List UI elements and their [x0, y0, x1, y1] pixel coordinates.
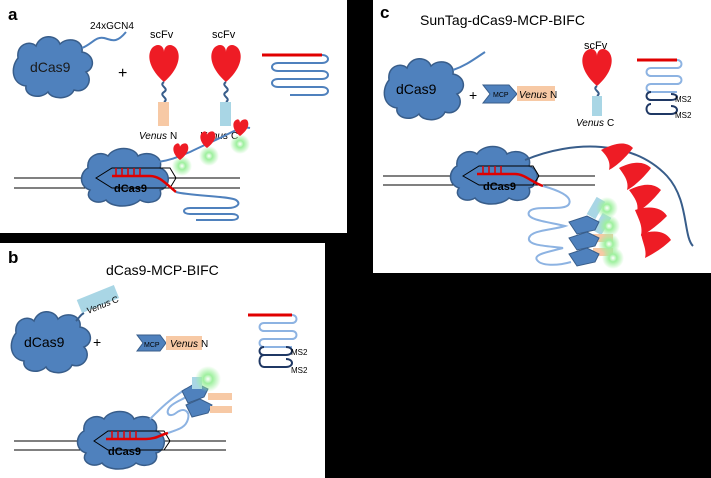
scfv-heart	[629, 184, 661, 212]
panel-b: b dCas9-MCP-BIFC dCas9 Venus C + MCP Venu…	[0, 243, 325, 478]
gcn4-tag-label: 24xGCN4	[90, 21, 134, 32]
panel-c: c SunTag-dCas9-MCP-BIFC dCas9 + MCP Venu…	[373, 0, 711, 273]
dcas9-protein	[383, 58, 465, 121]
dna-bubble	[462, 165, 540, 186]
mcp-protein	[568, 247, 600, 267]
panel-a-letter: a	[8, 5, 18, 24]
mcp-protein	[568, 231, 600, 251]
venus-name: Venus	[576, 118, 604, 129]
venus-suffix: N	[550, 90, 557, 101]
fluorescence-glow	[172, 156, 192, 176]
panel-b-title: dCas9-MCP-BIFC	[106, 262, 219, 278]
suntag-chain	[524, 145, 694, 247]
venus-n-fragment	[210, 406, 232, 413]
venus-suffix: C	[607, 118, 614, 129]
scfv-heart	[149, 45, 179, 82]
venus-suffix: N	[201, 339, 208, 350]
venus-n-fragment	[517, 86, 555, 101]
fluorescence-glow	[598, 215, 620, 237]
fluorescence-glow	[199, 146, 219, 166]
venus-n-fragment	[166, 336, 202, 350]
sgrna-guide	[106, 431, 169, 441]
mcp-label: MCP	[144, 342, 160, 349]
scfv-heart	[173, 143, 189, 160]
suntag-chain	[452, 51, 486, 71]
scfv-heart	[641, 231, 671, 258]
scfv-heart	[211, 45, 241, 82]
rna-dna-pairs	[111, 431, 137, 439]
sgrna-guide	[477, 172, 544, 188]
sgrna-icon	[262, 53, 329, 96]
gcn4-tag-line	[81, 31, 127, 49]
venus-c-fragment	[76, 285, 120, 313]
venus-name: Venus	[170, 339, 198, 350]
plus-sign: +	[118, 65, 127, 82]
bound-dcas9-label: dCas9	[108, 446, 141, 458]
dna-bubble	[95, 167, 177, 189]
ms2-label: MS2	[675, 95, 692, 104]
dcas9-protein	[12, 36, 94, 99]
panel-b-diagram: b dCas9-MCP-BIFC dCas9 Venus C + MCP Venu…	[8, 248, 308, 470]
fluorescence-glow	[195, 366, 221, 392]
venus-c-fragment	[220, 102, 231, 126]
scfv-heart	[200, 131, 216, 148]
scfv-label: scFv	[584, 40, 608, 52]
ms2-rna-strand	[527, 185, 572, 266]
fluorescence-glow	[230, 134, 250, 154]
scfv-heart	[233, 119, 249, 136]
panel-c-title: SunTag-dCas9-MCP-BIFC	[420, 12, 585, 28]
scfv-label: scFv	[212, 29, 236, 41]
venus-suffix: C	[110, 294, 120, 306]
venus-suffix: N	[170, 131, 177, 142]
venus-n-fragment	[208, 393, 232, 400]
scfv-heart	[582, 49, 612, 86]
panel-c-diagram: c SunTag-dCas9-MCP-BIFC dCas9 + MCP Venu…	[380, 3, 694, 269]
venus-n-fragment	[158, 102, 169, 126]
dcas9-label: dCas9	[30, 59, 71, 75]
scfv-heart	[601, 143, 633, 170]
scfv-heart	[619, 162, 651, 190]
panel-c-letter: c	[380, 3, 389, 22]
sgrna-ms2-icon	[248, 313, 298, 368]
linker	[161, 81, 167, 103]
linker	[594, 85, 600, 97]
venus-name: Venus	[139, 131, 167, 142]
ms2-label: MS2	[291, 366, 308, 375]
linker	[75, 312, 85, 322]
venus-name: Venus	[519, 90, 547, 101]
rna-dna-pairs	[115, 168, 141, 176]
ms2-label: MS2	[675, 111, 692, 120]
sgrna-guide	[112, 174, 177, 193]
sgrna-ms2-icon	[637, 58, 683, 115]
dcas9-label: dCas9	[24, 334, 65, 350]
scfv-heart	[635, 207, 667, 236]
plus-sign: +	[469, 87, 477, 103]
linker	[223, 81, 229, 103]
dna-bubble	[93, 430, 171, 451]
dcas9-protein	[10, 311, 92, 374]
bound-dcas9-label: dCas9	[483, 181, 516, 193]
sgrna-scaffold	[175, 191, 240, 221]
fluorescence-glow	[602, 247, 624, 269]
rna-dna-pairs	[482, 166, 502, 174]
ms2-label: MS2	[291, 348, 308, 357]
dcas9-label: dCas9	[396, 81, 437, 97]
panel-b-letter: b	[8, 248, 18, 267]
mcp-label: MCP	[493, 92, 509, 99]
scfv-label: scFv	[150, 29, 174, 41]
fluorescence-glow	[596, 197, 618, 219]
plus-sign: +	[93, 334, 101, 350]
mcp-protein	[481, 84, 518, 104]
bound-dcas9-label: dCas9	[114, 183, 147, 195]
mcp-protein	[136, 334, 167, 352]
venus-c-fragment	[592, 96, 602, 116]
ms2-rna-strand	[166, 392, 191, 434]
mcp-protein	[568, 215, 600, 235]
